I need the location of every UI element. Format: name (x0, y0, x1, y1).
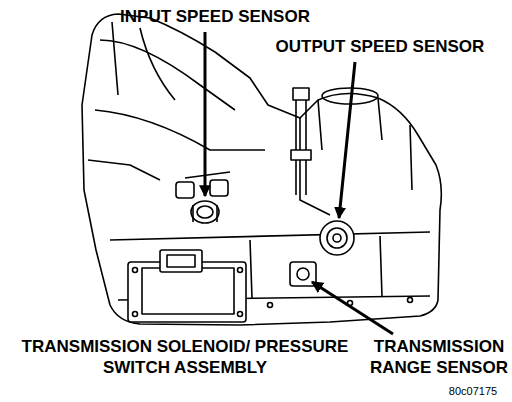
figure-number: 80c07175 (440, 385, 506, 398)
part-label: TRANSMISSION RANGE SENSOR (370, 336, 508, 378)
part-label: OUTPUT SPEED SENSOR (255, 36, 505, 57)
part-label: INPUT SPEED SENSOR (95, 6, 335, 27)
part-label: TRANSMISSION SOLENOID/ PRESSURE SWITCH A… (20, 336, 350, 378)
